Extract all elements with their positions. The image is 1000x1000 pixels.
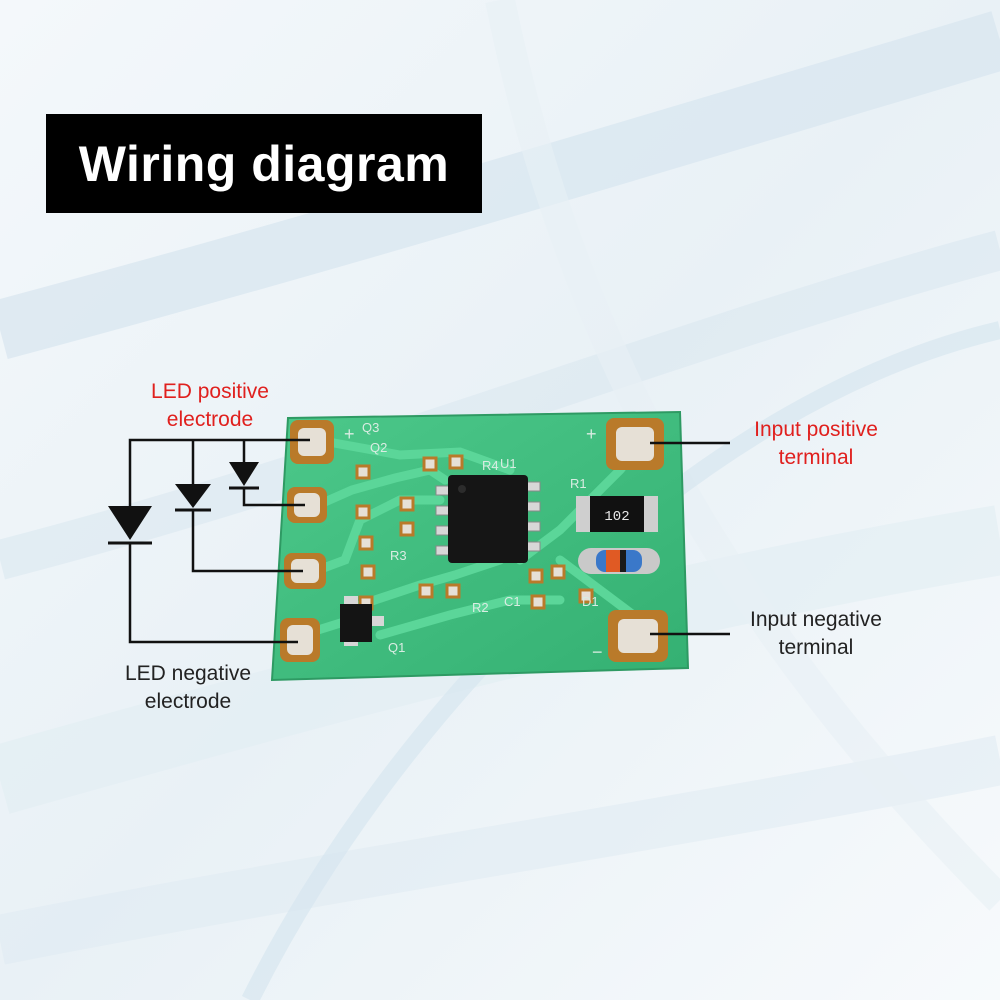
led-symbol-small xyxy=(229,462,259,490)
label-led-positive: LED positive electrode xyxy=(151,380,269,431)
led-symbol-large xyxy=(108,506,152,545)
resistor-marking: 102 xyxy=(604,509,629,525)
title-box: Wiring diagram xyxy=(46,114,482,213)
svg-text:R3: R3 xyxy=(390,548,407,563)
small-pads xyxy=(355,454,594,611)
svg-text:Q1: Q1 xyxy=(388,640,405,655)
svg-text:R2: R2 xyxy=(472,600,489,615)
pad-led-1 xyxy=(287,487,327,523)
led-symbol-medium xyxy=(175,484,211,512)
svg-text:Q2: Q2 xyxy=(370,440,387,455)
pad-led-positive xyxy=(290,420,334,464)
transistor-q1 xyxy=(340,596,384,646)
label-input-negative: Input negative terminal xyxy=(750,608,882,659)
pcb-board: 102 + + − Q3 Q2 Q1 U1 R1 R2 R3 xyxy=(270,410,690,682)
svg-text:C1: C1 xyxy=(504,594,521,609)
label-input-positive: Input positive terminal xyxy=(754,418,878,469)
svg-text:+: + xyxy=(586,424,597,444)
wiring-lines xyxy=(128,438,730,644)
ic-chip xyxy=(435,475,541,563)
pad-led-2 xyxy=(284,553,326,589)
smd-diode xyxy=(578,548,660,574)
smd-resistor: 102 xyxy=(576,496,658,532)
svg-text:−: − xyxy=(592,642,603,662)
pad-led-negative xyxy=(280,618,320,662)
svg-text:R1: R1 xyxy=(570,476,587,491)
page-title: Wiring diagram xyxy=(78,135,450,192)
svg-text:+: + xyxy=(344,424,355,444)
svg-text:U1: U1 xyxy=(500,456,517,471)
pad-input-negative xyxy=(608,610,668,662)
svg-text:D1: D1 xyxy=(582,594,599,609)
svg-text:Q3: Q3 xyxy=(362,420,379,435)
silkscreen: + + − Q3 Q2 Q1 U1 R1 R2 R3 R4 C1 D1 xyxy=(344,420,603,662)
svg-text:R4: R4 xyxy=(482,458,499,473)
pad-input-positive xyxy=(606,418,664,470)
label-led-negative: LED negative electrode xyxy=(124,662,252,713)
